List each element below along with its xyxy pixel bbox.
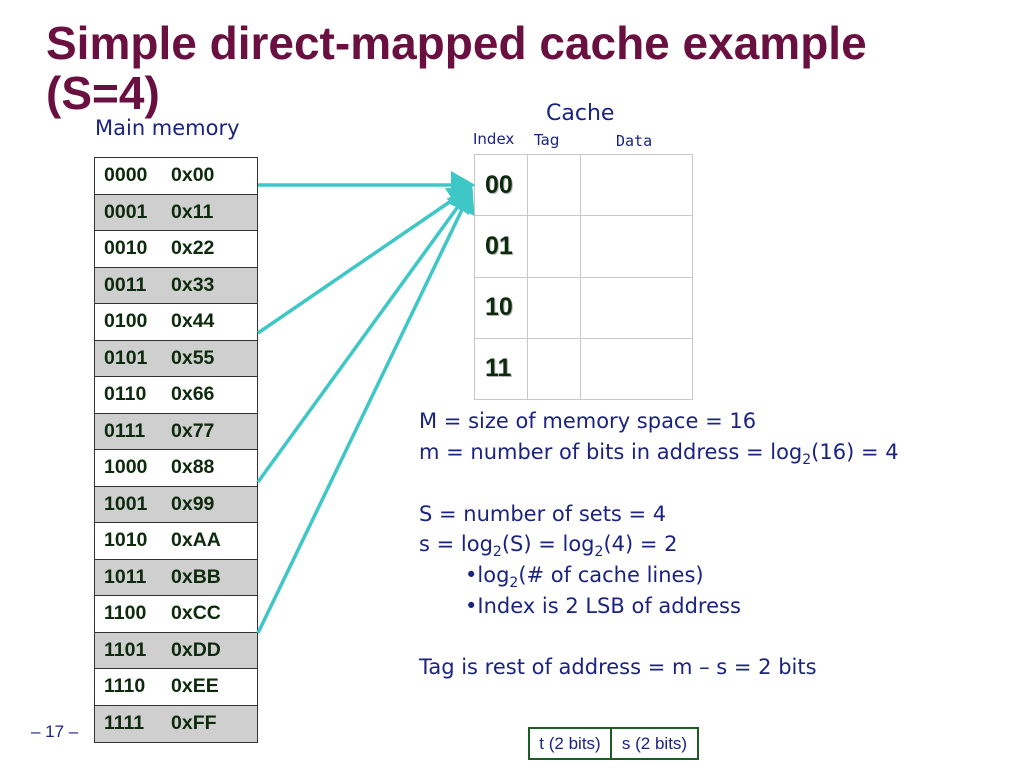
memory-address: 1011 — [104, 565, 147, 588]
memory-row: 0000 0x00 — [95, 158, 257, 195]
info-bullet-cache-lines: •log2(# of cache lines) — [465, 563, 704, 592]
memory-address: 0100 — [104, 310, 148, 333]
slide-title: Simple direct-mapped cache example (S=4) — [46, 17, 867, 119]
memory-row: 1001 0x99 — [95, 486, 257, 523]
memory-address: 0000 — [104, 164, 148, 187]
cache-tag-cell — [527, 337, 581, 401]
memory-value: 0xBB — [171, 565, 221, 588]
mapping-arrow — [256, 187, 473, 484]
cache-line: 11 — [474, 337, 693, 401]
memory-value: 0x11 — [171, 200, 214, 223]
memory-value: 0x55 — [171, 346, 215, 369]
memory-row: 0110 0x66 — [95, 377, 257, 414]
memory-row: 1010 0xAA — [95, 523, 257, 560]
memory-row: 1111 0xFF — [95, 705, 257, 742]
cache-index: 01 — [485, 231, 513, 260]
info-tag-bits: Tag is rest of address = m – s = 2 bits — [419, 655, 817, 679]
memory-value: 0x88 — [171, 456, 215, 479]
data-column-label: Data — [616, 132, 653, 150]
memory-value: 0x66 — [171, 383, 215, 406]
memory-row: 0100 0x44 — [95, 304, 257, 341]
cache-line: 00 — [474, 153, 693, 217]
memory-value: 0x22 — [171, 237, 215, 260]
mapping-arrow — [256, 187, 475, 634]
memory-row: 0101 0x55 — [95, 340, 257, 377]
cache-data-cell — [580, 337, 693, 401]
mapping-arrow — [257, 186, 473, 335]
cache-index-cell: 11 — [474, 337, 528, 401]
info-address-bits: m = number of bits in address = log2(16)… — [419, 440, 899, 469]
info-memory-size: M = size of memory space = 16 — [419, 409, 757, 433]
memory-value: 0x44 — [171, 310, 215, 333]
memory-row: 1110 0xEE — [95, 669, 257, 706]
memory-address: 1101 — [104, 638, 147, 661]
memory-value: 0xEE — [171, 675, 219, 698]
index-column-label: Index — [473, 130, 515, 148]
index-bits-field: s (2 bits) — [610, 727, 699, 760]
cache-index-cell: 00 — [474, 153, 528, 217]
memory-address: 1100 — [104, 602, 147, 625]
memory-address: 0010 — [104, 237, 148, 260]
cache-index: 11 — [485, 354, 512, 383]
memory-address: 0110 — [104, 383, 147, 406]
memory-row: 1100 0xCC — [95, 596, 257, 633]
cache-line: 01 — [474, 215, 693, 278]
main-memory-label: Main memory — [95, 116, 240, 140]
memory-address: 1111 — [104, 712, 145, 735]
main-memory-table: 0000 0x00 0001 0x11 0010 0x22 0011 0x33 0100… — [94, 157, 258, 743]
memory-row: 0111 0x77 — [95, 413, 257, 450]
memory-address: 1010 — [104, 529, 148, 552]
cache-index: 10 — [485, 293, 513, 322]
memory-value: 0xDD — [171, 638, 221, 661]
memory-value: 0x00 — [171, 164, 215, 187]
memory-address: 0111 — [104, 419, 146, 442]
cache-index-cell: 01 — [474, 215, 528, 278]
memory-row: 1011 0xBB — [95, 559, 257, 596]
memory-address: 0101 — [104, 346, 148, 369]
cache-index: 00 — [485, 170, 513, 199]
info-number-of-sets: S = number of sets = 4 — [419, 502, 667, 526]
memory-value: 0xAA — [171, 529, 221, 552]
cache-data-cell — [580, 153, 693, 217]
memory-value: 0x77 — [171, 419, 215, 442]
memory-value: 0xFF — [171, 712, 217, 735]
memory-address: 1110 — [104, 675, 146, 698]
memory-row: 0001 0x11 — [95, 194, 257, 231]
memory-value: 0xCC — [171, 602, 221, 625]
tag-column-label: Tag — [534, 131, 560, 149]
page-number: – 17 – — [31, 722, 79, 741]
info-set-bits: s = log2(S) = log2(4) = 2 — [419, 532, 678, 561]
memory-row: 1000 0x88 — [95, 450, 257, 487]
memory-row: 0010 0x22 — [95, 231, 257, 268]
memory-address: 1001 — [104, 492, 148, 515]
info-bullet-index-lsb: •Index is 2 LSB of address — [465, 594, 741, 618]
memory-address: 0001 — [104, 200, 148, 223]
cache-title: Cache — [546, 101, 615, 126]
memory-value: 0x99 — [171, 492, 215, 515]
tag-bits-field: t (2 bits) — [528, 727, 612, 760]
memory-address: 0011 — [104, 273, 147, 296]
memory-value: 0x33 — [171, 273, 215, 296]
memory-row: 1101 0xDD — [95, 632, 257, 669]
cache-table: 00 01 10 11 — [474, 153, 693, 401]
memory-address: 1000 — [104, 456, 148, 479]
memory-row: 0011 0x33 — [95, 267, 257, 304]
cache-index-cell: 10 — [474, 276, 528, 339]
